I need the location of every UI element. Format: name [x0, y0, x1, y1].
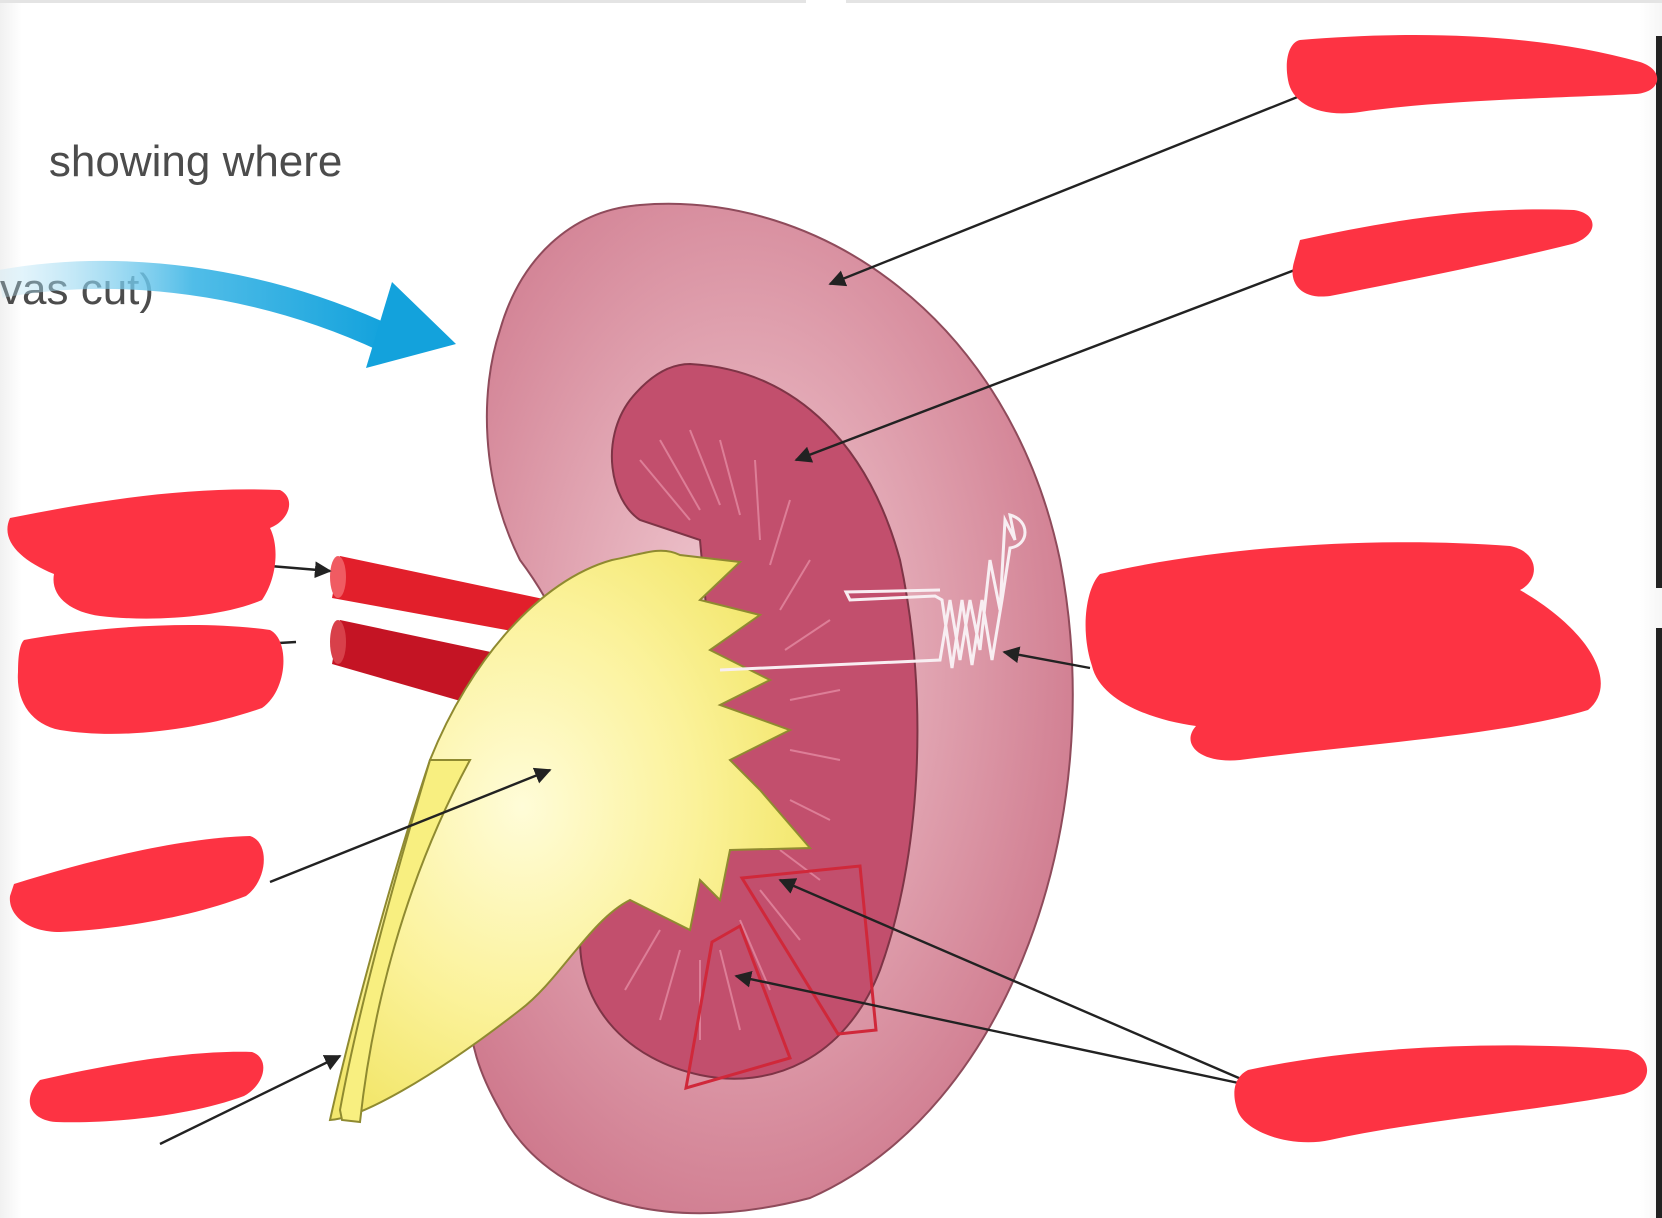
redaction-label-8 [29, 1051, 264, 1123]
ureter [338, 759, 472, 1124]
medullary-striations [624, 429, 841, 1040]
renal-pelvis [328, 549, 813, 1122]
pointer-lines [159, 86, 1321, 1146]
top-border [0, 0, 806, 3]
pyramid-outline [684, 864, 878, 1091]
caption-line-1: showing where [48, 137, 343, 186]
redaction-label-7 [9, 836, 264, 932]
redaction-label-3 [1085, 542, 1601, 761]
page-edge [1656, 36, 1662, 588]
top-border [846, 0, 1662, 3]
redaction-label-6 [17, 625, 284, 734]
nephron-squiggle-icon [719, 512, 1027, 672]
redaction-label-5 [7, 489, 290, 619]
redacted-labels [7, 35, 1658, 1143]
redaction-label-1 [1286, 35, 1658, 114]
redaction-label-2 [1292, 209, 1593, 297]
redaction-label-4 [1234, 1045, 1648, 1143]
page-edge [1656, 628, 1662, 1218]
curved-arrow-icon [0, 260, 456, 368]
